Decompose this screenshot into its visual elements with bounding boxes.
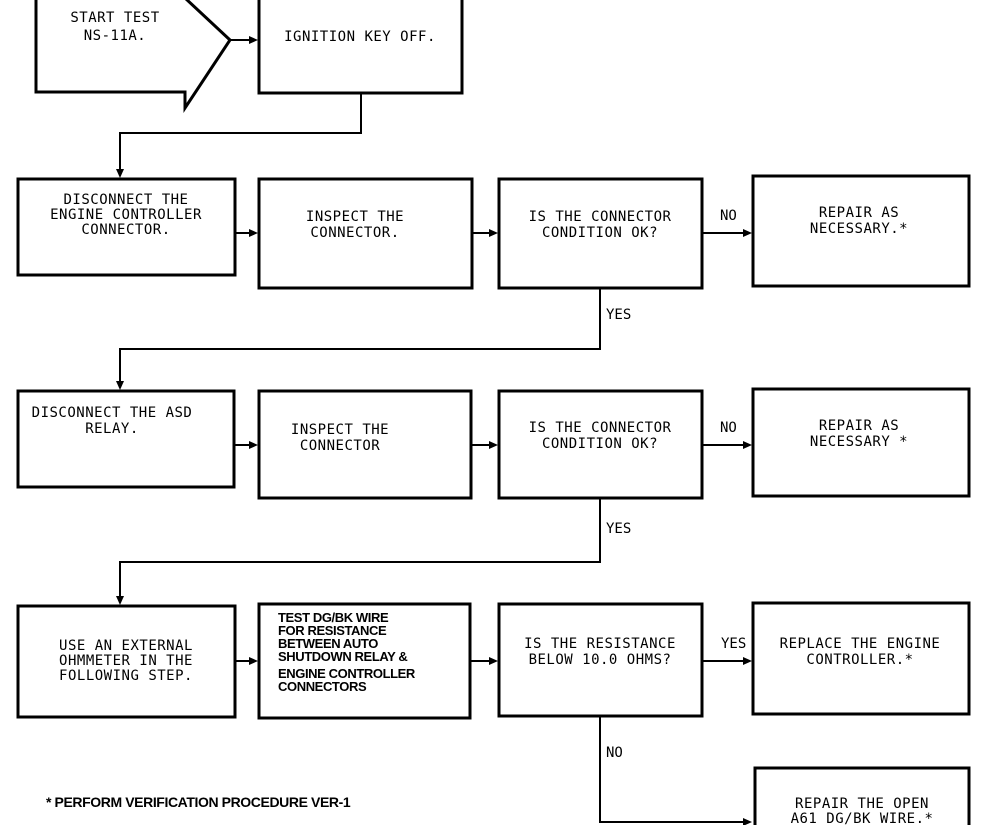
start-test-shape <box>34 0 232 113</box>
inspect-connector-box-1 <box>257 177 474 290</box>
disconnect-asd-line1: DISCONNECT THE ASD <box>32 405 193 421</box>
start-line2: NS-11A. <box>84 28 147 44</box>
arrowhead <box>743 441 752 449</box>
no-label-1: NO <box>720 208 737 224</box>
arrowhead <box>116 381 124 390</box>
disconnect-asd-line2: RELAY. <box>85 421 139 437</box>
connector-yes-1 <box>119 288 601 382</box>
connector-ignition-disconnect <box>119 93 362 170</box>
repair-open-line1: REPAIR THE OPEN <box>795 796 929 812</box>
no-label-3: NO <box>606 745 623 761</box>
cond-ok-1-line2: CONDITION OK? <box>542 225 658 241</box>
repair-as-necessary-box-1 <box>751 174 971 288</box>
test-wire-line4: SHUTDOWN RELAY & <box>278 649 407 664</box>
replace-ctrl-line1: REPLACE THE ENGINE <box>780 636 941 652</box>
arrowhead <box>489 441 498 449</box>
inspect-2-line2: CONNECTOR <box>300 438 380 454</box>
repair-2-line2: NECESSARY * <box>810 434 908 450</box>
test-wire-line2: FOR RESISTANCE <box>278 623 387 638</box>
connector-no-3 <box>599 716 744 823</box>
disconnect-asd-box <box>16 389 236 489</box>
arrowhead <box>743 657 752 665</box>
arrowhead <box>743 818 752 825</box>
cond-ok-2-line2: CONDITION OK? <box>542 436 658 452</box>
arrowhead <box>116 169 124 178</box>
arrowhead <box>743 229 752 237</box>
replace-controller-box <box>751 601 971 716</box>
yes-label-2: YES <box>606 521 631 537</box>
ignition-key-off-text: IGNITION KEY OFF. <box>284 29 436 45</box>
test-wire-line3: BETWEEN AUTO <box>278 636 378 651</box>
cond-ok-2-line1: IS THE CONNECTOR <box>529 420 672 436</box>
replace-ctrl-line2: CONTROLLER.* <box>806 652 913 668</box>
resistance-q-line1: IS THE RESISTANCE <box>524 636 676 652</box>
inspect-1-line2: CONNECTOR. <box>310 225 399 241</box>
disconnect-controller-line2: ENGINE CONTROLLER <box>50 207 202 223</box>
ignition-key-off-box <box>257 0 464 95</box>
test-wire-line1: TEST DG/BK WIRE <box>278 610 389 625</box>
test-wire-line6: CONNECTORS <box>278 679 367 694</box>
resistance-q-line2: BELOW 10.0 OHMS? <box>529 652 672 668</box>
use-ohmmeter-line2: OHMMETER IN THE <box>59 653 193 669</box>
use-ohmmeter-line3: FOLLOWING STEP. <box>59 668 193 684</box>
test-wire-box <box>257 602 472 720</box>
arrowhead <box>249 441 258 449</box>
repair-open-line2: A61 DG/BK WIRE.* <box>791 811 934 825</box>
disconnect-controller-box <box>16 177 237 277</box>
cond-ok-1-line1: IS THE CONNECTOR <box>529 209 672 225</box>
connector-yes-2 <box>119 498 601 597</box>
repair-2-line1: REPAIR AS <box>819 418 899 434</box>
start-line1: START TEST <box>70 10 159 26</box>
use-ohmmeter-line1: USE AN EXTERNAL <box>59 638 193 654</box>
repair-open-wire-box <box>753 766 971 825</box>
arrowhead <box>116 596 124 605</box>
arrowhead <box>489 229 498 237</box>
disconnect-controller-line1: DISCONNECT THE <box>63 192 188 208</box>
repair-as-necessary-box-2 <box>751 387 971 498</box>
repair-1-line1: REPAIR AS <box>819 205 899 221</box>
yes-label-3: YES <box>721 636 746 652</box>
arrowhead <box>249 229 258 237</box>
arrowhead <box>489 657 498 665</box>
test-wire-line5: ENGINE CONTROLLER <box>278 666 416 681</box>
disconnect-controller-line3: CONNECTOR. <box>81 222 170 238</box>
yes-label-1: YES <box>606 307 631 323</box>
arrowhead <box>249 36 258 44</box>
repair-1-line2: NECESSARY.* <box>810 221 908 237</box>
arrowhead <box>249 657 258 665</box>
inspect-2-line1: INSPECT THE <box>291 422 389 438</box>
no-label-2: NO <box>720 420 737 436</box>
inspect-1-line1: INSPECT THE <box>306 209 404 225</box>
verification-footnote: * PERFORM VERIFICATION PROCEDURE VER-1 <box>46 794 351 810</box>
